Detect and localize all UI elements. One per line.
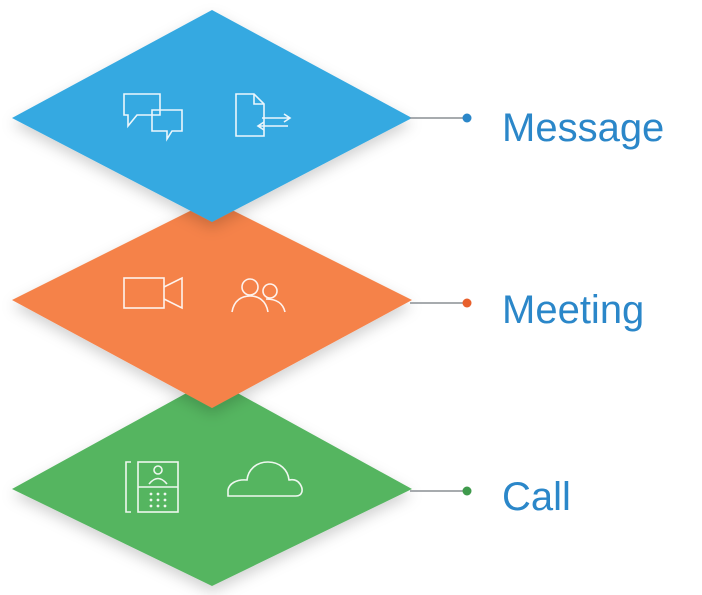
call-connector — [410, 486, 472, 496]
label-message: Message — [502, 106, 665, 150]
message-connector — [410, 113, 472, 123]
meeting-diamond — [12, 200, 412, 408]
video-camera-icon — [123, 276, 183, 310]
meeting-layer — [12, 200, 472, 408]
chat-bubbles-icon — [123, 93, 183, 142]
call-layer — [12, 379, 472, 586]
people-icon — [231, 278, 286, 313]
file-transfer-icon — [235, 93, 292, 137]
message-diamond — [12, 10, 412, 222]
cloud-icon — [227, 461, 303, 497]
meeting-connector — [410, 298, 472, 308]
label-call: Call — [502, 475, 571, 519]
label-meeting: Meeting — [502, 288, 645, 332]
desk-phone-icon — [125, 461, 179, 513]
message-layer — [12, 10, 472, 222]
call-diamond — [12, 379, 412, 586]
